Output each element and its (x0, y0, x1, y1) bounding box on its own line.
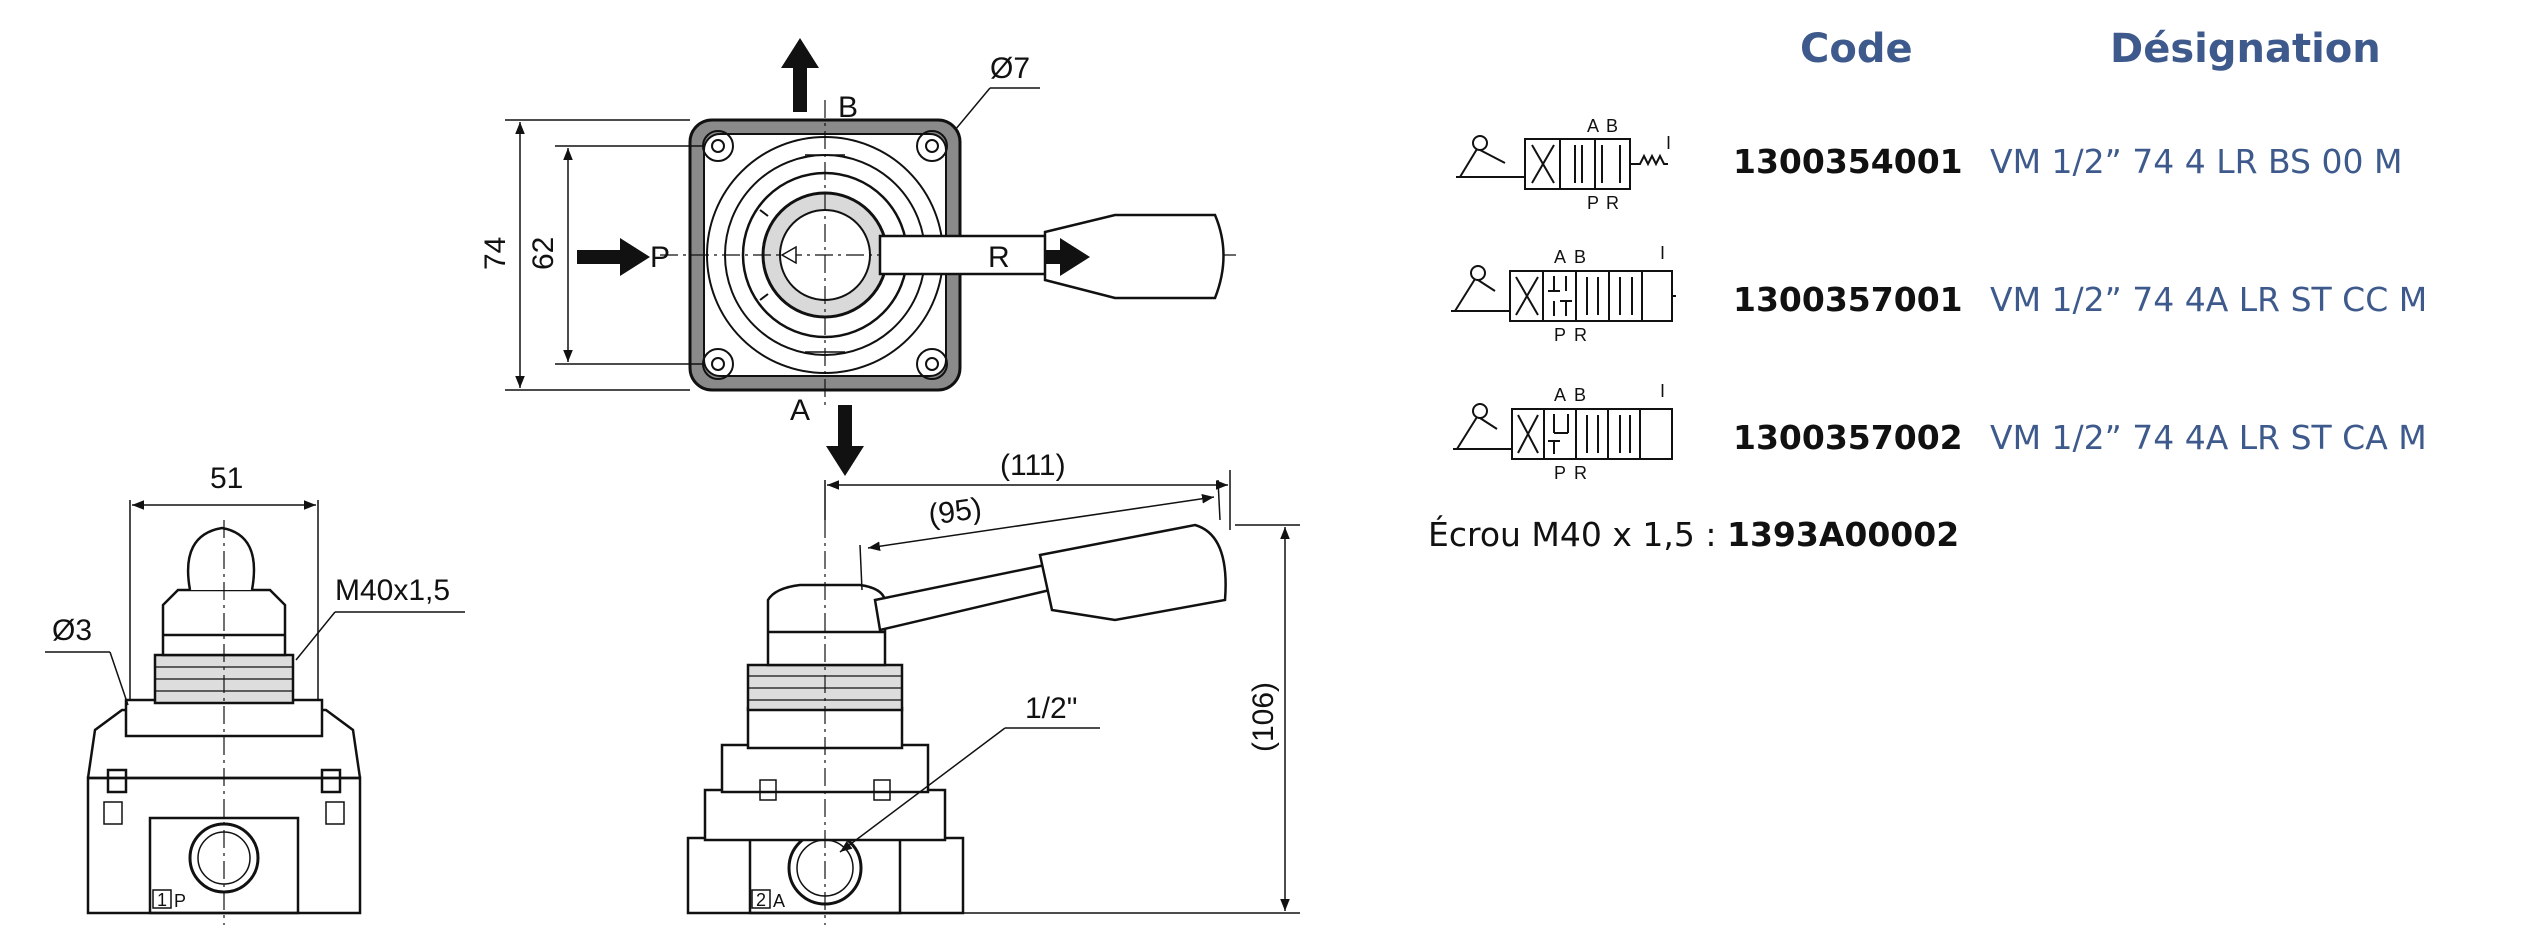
valve-symbol-icon: A B P R I (1456, 116, 1671, 213)
row-code: 1300357001 (1733, 280, 1963, 319)
dim-outer: 74 (479, 237, 512, 270)
row-designation: VM 1/2” 74 4 LR BS 00 M (1990, 142, 2403, 181)
header-code: Code (1800, 26, 1913, 72)
row-designation: VM 1/2” 74 4A LR ST CC M (1990, 280, 2428, 319)
nut-label: Écrou M40 x 1,5 : (1428, 515, 1717, 554)
dim-width: 51 (210, 462, 243, 495)
hole-leader (954, 87, 1040, 131)
dim-handle: (95) (926, 492, 983, 532)
svg-text:B: B (1606, 116, 1618, 136)
arrow-down-icon (826, 405, 864, 476)
table-row: A B P R I 1300357002 VM 1/2” 74 4A LR ST… (1430, 381, 2530, 491)
front-view (86, 520, 362, 925)
header-designation: Désignation (2110, 26, 2381, 72)
port-r-label: R (988, 241, 1010, 274)
top-view (660, 100, 1240, 410)
arrow-right-icon (577, 238, 650, 276)
port-p-label: P (650, 241, 670, 274)
row-code: 1300354001 (1733, 142, 1963, 181)
port-number: 2 (756, 890, 766, 910)
svg-text:I: I (1660, 243, 1665, 263)
flow-arrows (577, 38, 1090, 476)
svg-text:R: R (1574, 463, 1587, 483)
dim-pin: Ø3 (52, 614, 92, 647)
port-number: 1 (157, 890, 167, 910)
side-view (686, 520, 1227, 925)
dim-hole: Ø7 (990, 52, 1030, 85)
product-table: Code Désignation A B P (1430, 0, 2530, 935)
table-row: A B P R I 1300354001 VM 1/2” 74 4 LR BS … (1430, 105, 2530, 215)
front-dimensions (45, 500, 465, 706)
port-number-box (152, 889, 172, 909)
dim-port: 1/2" (1025, 692, 1077, 725)
svg-text:I: I (1666, 133, 1671, 153)
port-label: A (773, 891, 785, 911)
svg-text:P: P (1554, 463, 1566, 483)
svg-text:I: I (1660, 381, 1665, 401)
svg-text:B: B (1574, 247, 1586, 267)
dim-length: (111) (1000, 449, 1066, 482)
port-label: P (174, 891, 186, 911)
svg-text:A: A (1554, 385, 1566, 405)
svg-text:A: A (1587, 116, 1599, 136)
row-code: 1300357002 (1733, 418, 1963, 457)
row-designation: VM 1/2” 74 4A LR ST CA M (1990, 418, 2427, 457)
dim-inner: 62 (527, 237, 560, 270)
valve-symbol-icon: A B P R I (1451, 243, 1676, 345)
svg-text:P: P (1554, 325, 1566, 345)
svg-text:R: R (1574, 325, 1587, 345)
svg-text:R: R (1606, 193, 1619, 213)
port-a-label: A (790, 394, 810, 427)
dim-height: (106) (1247, 682, 1280, 752)
table-row: A B P R I 1300357001 VM 1/2” 74 4A LR ST… (1430, 243, 2530, 353)
valve-symbol-icon: A B P R I (1453, 381, 1673, 483)
arrow-up-icon (781, 38, 819, 112)
port-b-label: B (838, 91, 858, 124)
side-dimensions (824, 470, 1300, 914)
svg-text:B: B (1574, 385, 1586, 405)
nut-code: 1393A00002 (1727, 515, 1960, 554)
svg-text:A: A (1554, 247, 1566, 267)
drawing-canvas: B P R A Ø7 74 62 (45, 38, 1300, 925)
technical-drawing: B P R A Ø7 74 62 (45, 38, 1300, 925)
port-number-box (751, 889, 771, 909)
screw-holes (702, 130, 948, 380)
arrow-right-icon (1045, 238, 1090, 276)
dim-thread: M40x1,5 (335, 574, 450, 607)
height-dimensions (505, 119, 705, 391)
svg-text:P: P (1587, 193, 1599, 213)
nut-reference: Écrou M40 x 1,5 : 1393A00002 (1428, 515, 1959, 554)
